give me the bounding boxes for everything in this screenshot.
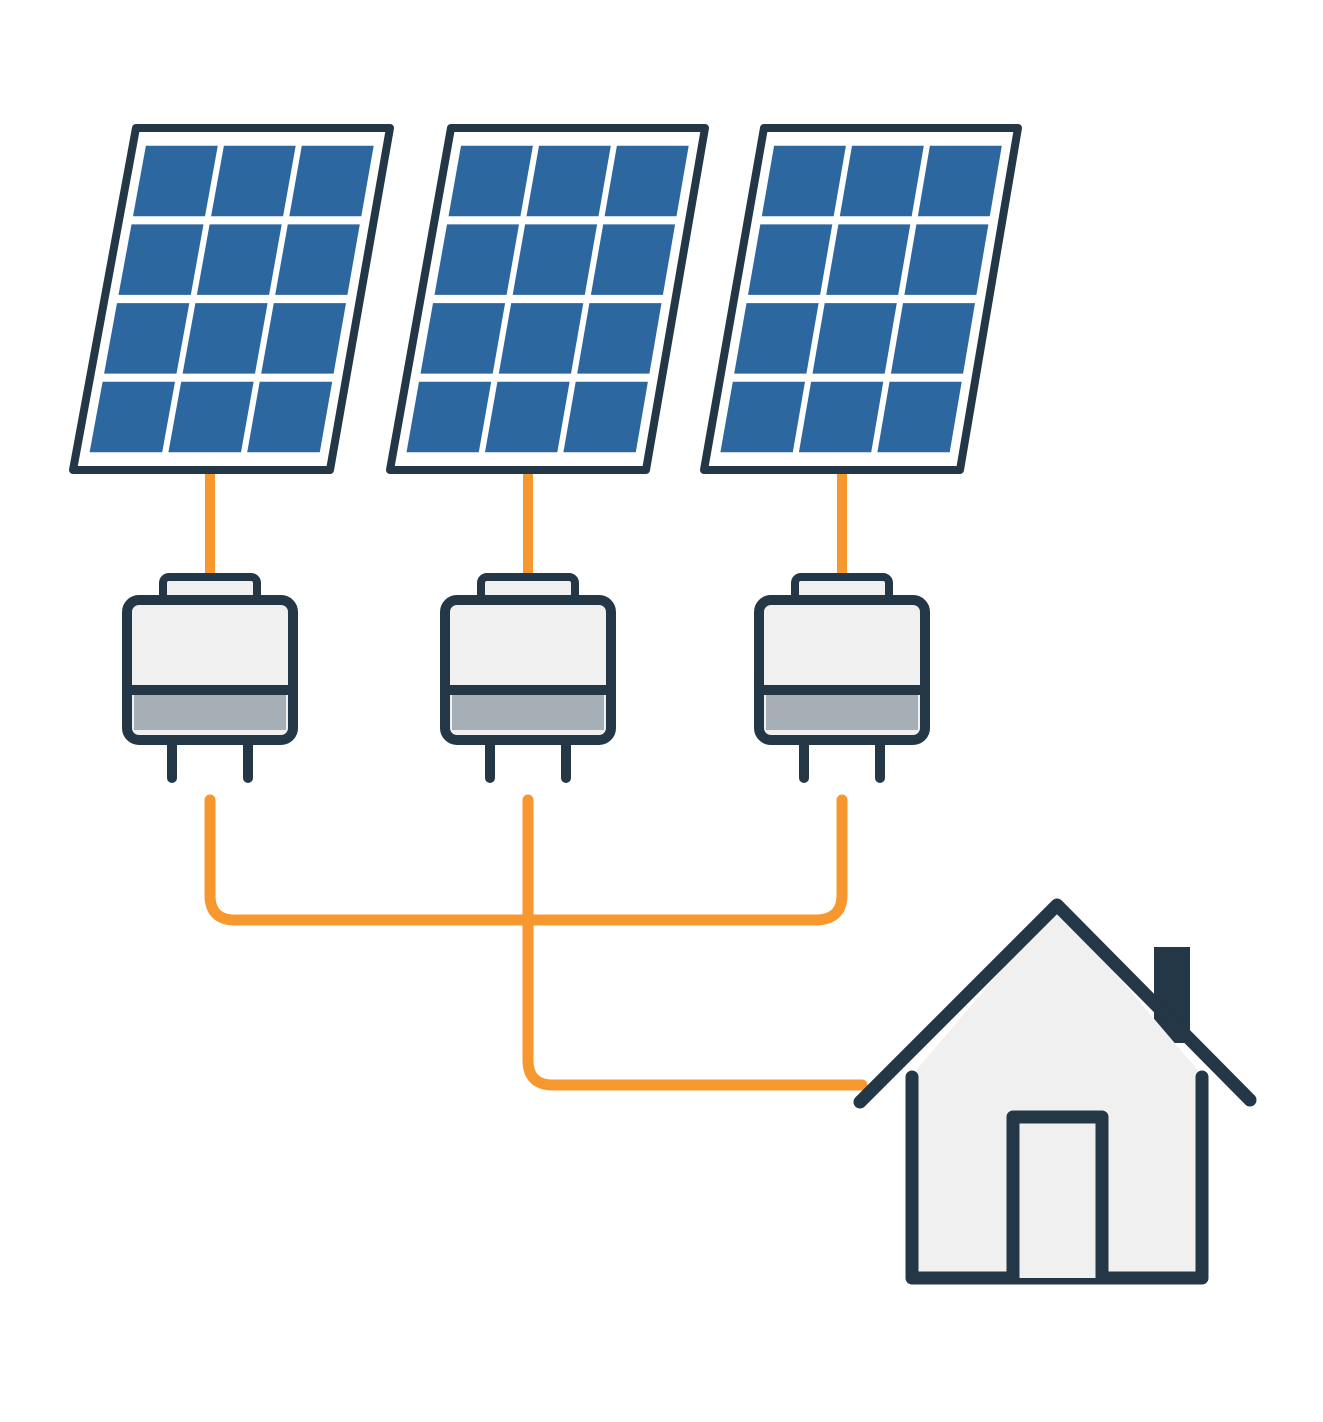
panel-cell (182, 303, 268, 374)
panel-cell (434, 224, 519, 295)
panel-cell (812, 303, 897, 374)
panel-cell (168, 381, 254, 453)
panel-cell (512, 224, 598, 295)
panel-to-inverter-cables (205, 470, 847, 580)
panel-cell (526, 145, 611, 217)
microinverter-icon (122, 573, 298, 783)
house-roof (853, 898, 1257, 1109)
panel-cell (890, 303, 975, 374)
panel-cell (406, 381, 492, 453)
panel-cell (604, 145, 689, 217)
inverter-band (452, 692, 604, 730)
panel-cell (104, 303, 190, 374)
panel-cell (196, 224, 282, 295)
inverter-band (766, 692, 918, 730)
solar-panel-icon (700, 124, 1022, 474)
panel-cell (904, 224, 989, 295)
panel-cell (839, 145, 924, 217)
panel-cell (761, 145, 846, 217)
solar-panels (69, 124, 1022, 474)
panel-cell (734, 303, 819, 374)
microinverters (122, 573, 930, 783)
panel-cell (798, 381, 884, 453)
panel-cell (448, 145, 533, 217)
panel-cell (577, 303, 662, 374)
panel-cell (211, 145, 296, 217)
panel-cell (917, 145, 1002, 217)
cable-icon (522, 794, 868, 1091)
panel-cell (720, 381, 805, 453)
inverter-band (134, 692, 286, 730)
solar-panel-icon (69, 124, 394, 474)
panel-cell (590, 224, 676, 295)
microinverter-icon (754, 573, 930, 783)
panel-cell (485, 381, 570, 453)
panel-cell (498, 303, 584, 374)
panel-cell (748, 224, 833, 295)
panel-cell (247, 381, 333, 453)
house-icon (853, 898, 1257, 1285)
panel-cell (118, 224, 204, 295)
house-body (912, 905, 1202, 1278)
panel-cell (420, 303, 506, 374)
inverter-to-house-cables (204, 794, 868, 1091)
house-door (1006, 1110, 1109, 1278)
panel-cell (826, 224, 911, 295)
panel-cell (563, 381, 648, 453)
panel-cell (289, 145, 374, 217)
panel-cell (89, 381, 175, 453)
solar-panel-icon (386, 124, 709, 474)
panel-cell (877, 381, 962, 453)
panel-cell (275, 224, 360, 295)
microinverter-icon (440, 573, 616, 783)
panel-cell (133, 145, 218, 217)
panel-cell (261, 303, 346, 374)
